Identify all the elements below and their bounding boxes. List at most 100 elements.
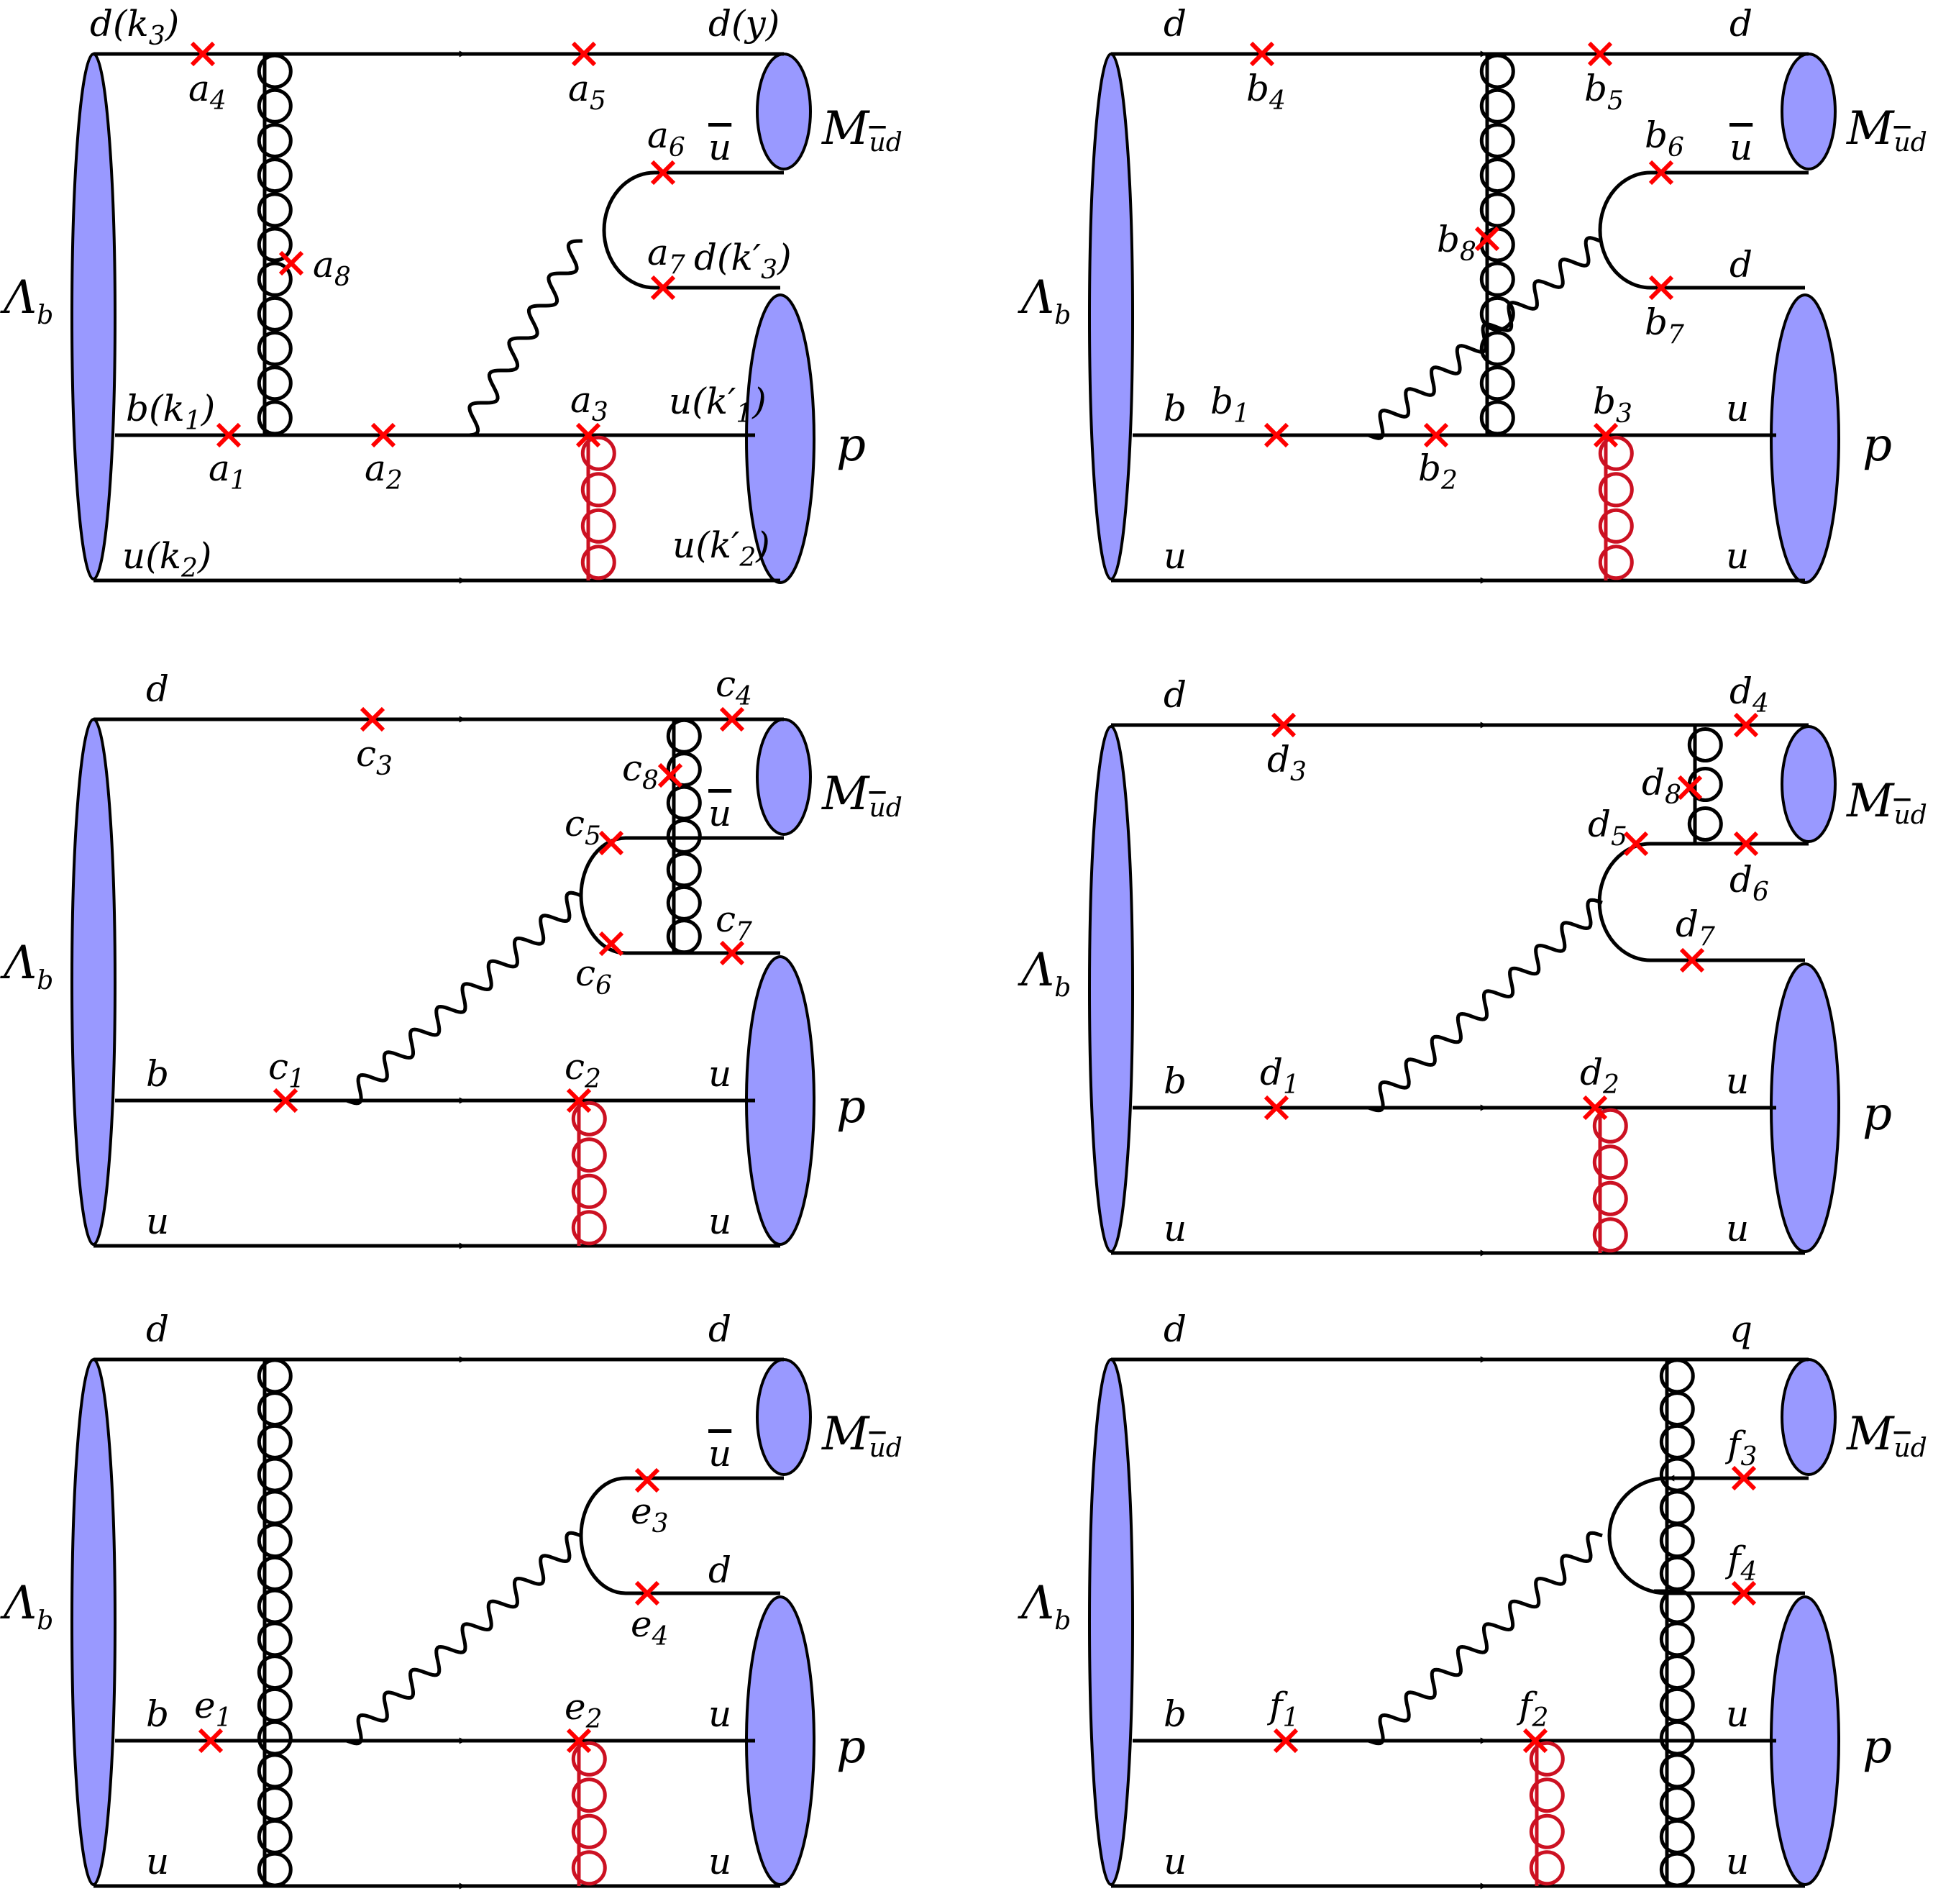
insertion-points: c1 c2 c3 c4 c5 c6 c7 c8 — [268, 663, 752, 1113]
lambda-b-blob — [1088, 725, 1134, 1253]
insertion-label: e4 — [631, 1603, 669, 1652]
insertion-mark-c8: c8 — [622, 747, 683, 796]
gluon-loop — [1687, 727, 1723, 762]
insertion-mark-d5: d5 — [1588, 803, 1649, 857]
pair-creation-arc — [1607, 1476, 1668, 1595]
cross-stroke — [719, 940, 745, 966]
insertion-mark-f2: f2 — [1516, 1685, 1548, 1754]
label-proton: p — [836, 1721, 866, 1774]
cross-stroke — [1273, 1728, 1299, 1754]
diagram-c: d u b u u u Λb Mud p c1 c2 c3 c4 c5 c6 c… — [0, 663, 902, 1249]
insertion-mark-d4: d4 — [1729, 670, 1769, 738]
pair-creation-arc — [579, 1476, 626, 1595]
label-u: u — [146, 1841, 169, 1882]
meson-blob — [1781, 53, 1837, 170]
insertion-label: b5 — [1584, 68, 1624, 116]
label-u-k1p: u(k′1) — [669, 381, 767, 429]
gluon-loop — [257, 53, 293, 89]
gluon-loop — [1598, 472, 1634, 508]
gluon-loop — [580, 508, 616, 544]
insertion-points: e1 e2 e3 e4 — [194, 1467, 669, 1754]
gluon-loop — [1687, 806, 1723, 842]
insertion-mark-e3: e3 — [631, 1467, 669, 1539]
label-proton: p — [836, 1080, 866, 1134]
label-d-out: d — [1729, 3, 1753, 45]
gluon-loop — [1592, 1144, 1628, 1180]
label-lambda-b: Λb — [0, 271, 53, 330]
cross-stroke — [650, 160, 676, 186]
label-d: d — [1164, 3, 1187, 45]
insertion-label: d2 — [1580, 1052, 1619, 1100]
insertion-label: b7 — [1645, 301, 1684, 350]
gluon — [257, 1358, 293, 1887]
diagram-a: d(k3) d(y) u d(k′3) b(k1) u(k′1) u(k2) u… — [0, 3, 902, 584]
label-meson: Mud — [821, 767, 902, 823]
label-proton: p — [1863, 419, 1892, 472]
insertion-mark-a7: a7 — [647, 232, 685, 301]
gluon-loop — [580, 435, 616, 471]
meson-blob — [756, 53, 812, 170]
gluon-loop — [1592, 1108, 1628, 1144]
label-u: u — [1164, 535, 1187, 577]
insertion-mark-d3: d3 — [1267, 712, 1307, 787]
insertion-label: f2 — [1516, 1685, 1548, 1733]
label-u-out: u — [708, 1841, 731, 1882]
insertion-label: b6 — [1645, 114, 1684, 163]
insertion-mark-a1: a1 — [209, 422, 247, 496]
insertion-mark-d1: d1 — [1260, 1052, 1299, 1121]
label-d-k3p: d(k′3) — [694, 237, 792, 285]
label-u-out-mid: u — [708, 1693, 731, 1735]
insertion-label: a3 — [570, 379, 608, 427]
gluon-loop — [257, 1851, 293, 1887]
insertion-label: c7 — [716, 898, 752, 947]
insertion-label: d3 — [1267, 739, 1307, 787]
cross-stroke — [1587, 41, 1613, 67]
proton-blob — [1770, 293, 1840, 584]
insertion-mark-b3: b3 — [1593, 381, 1632, 448]
hard-gluon — [571, 1101, 607, 1246]
label-proton: p — [1863, 1088, 1892, 1141]
insertion-mark-a4: a4 — [188, 41, 227, 116]
diagram-e: d d u d b u u u Λb Mud p e1 e2 e3 e4 — [0, 1308, 902, 1890]
cross-stroke — [1474, 226, 1500, 252]
label-b: b — [1164, 388, 1187, 429]
insertion-label: f3 — [1724, 1424, 1757, 1472]
diagram-f: d q b u u u Λb Mud p f1 f2 f3 f4 — [1018, 1308, 1927, 1890]
cross-stroke — [1731, 1580, 1757, 1606]
gluon-loop — [1529, 1850, 1565, 1886]
insertion-mark-d7: d7 — [1676, 903, 1715, 973]
cross-stroke — [566, 1728, 592, 1754]
label-u-k2p: u(k′2) — [672, 524, 770, 573]
label-d: d — [1164, 1308, 1187, 1350]
gluon-loop — [1479, 400, 1515, 436]
cross-stroke — [575, 422, 601, 448]
insertion-mark-c7: c7 — [716, 898, 752, 966]
proton-blob — [745, 1595, 815, 1886]
cross-stroke — [598, 830, 624, 856]
label-u-out-mid: u — [708, 1053, 731, 1095]
cross-stroke — [1423, 422, 1449, 448]
label-d-k3: d(k3) — [90, 3, 179, 51]
insertion-label: b8 — [1437, 219, 1476, 267]
insertion-label: a2 — [365, 447, 403, 496]
label-d: d — [146, 1308, 169, 1350]
insertion-mark-d8: d8 — [1642, 762, 1703, 810]
label-u-out-mid: u — [1726, 388, 1749, 429]
label-b-k1: b(k1) — [126, 388, 215, 436]
insertion-mark-b1: b1 — [1210, 381, 1289, 448]
gluon-loop — [257, 227, 293, 263]
insertion-label: d7 — [1676, 903, 1715, 952]
gluon-loop — [1479, 365, 1515, 401]
label-d: d — [1164, 674, 1187, 716]
hard-gluon — [580, 435, 616, 580]
label-meson: Mud — [1846, 102, 1927, 158]
w-boson — [1368, 1531, 1603, 1746]
cross-stroke — [278, 250, 304, 276]
label-b: b — [146, 1053, 169, 1095]
gluon-loop — [257, 122, 293, 158]
gluon-loop — [1529, 1813, 1565, 1849]
label-d-out: d — [708, 1308, 731, 1350]
cross-stroke — [650, 275, 676, 301]
label-b: b — [146, 1693, 169, 1735]
